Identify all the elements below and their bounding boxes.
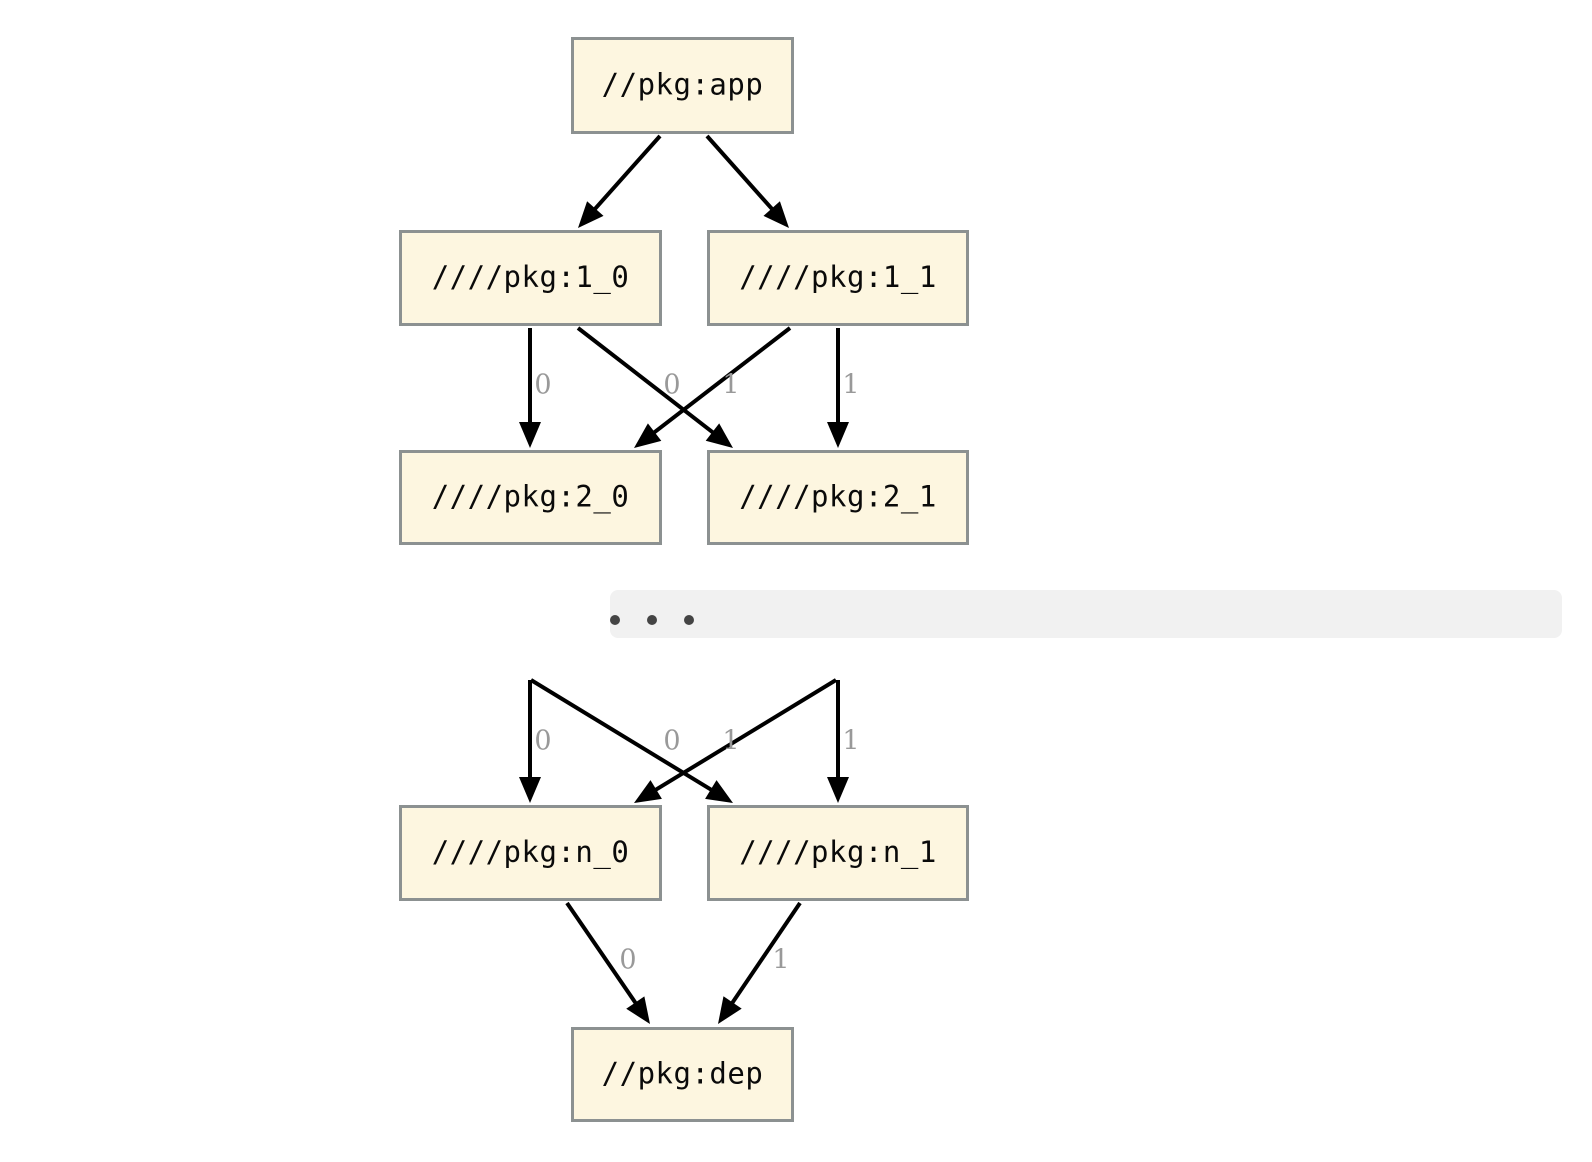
edge-label: 0 bbox=[534, 370, 551, 401]
graph-edge-app-to-1_1 bbox=[705, 134, 789, 228]
edge-label: 0 bbox=[534, 726, 551, 757]
graph-edge-1_1-to-2_0: 1 bbox=[634, 326, 792, 448]
graph-node-l2_0[interactable]: ////pkg:2_0 bbox=[399, 450, 662, 545]
edge-label: 1 bbox=[722, 370, 739, 401]
edge-arrowhead bbox=[578, 201, 604, 228]
edge-line bbox=[576, 326, 717, 437]
graph-node-n_1[interactable]: ////pkg:n_1 bbox=[707, 805, 969, 901]
ellipsis-dot-1 bbox=[610, 615, 620, 625]
ellipsis-dot-2 bbox=[647, 615, 657, 625]
node-label: ////pkg:1_0 bbox=[432, 260, 630, 295]
node-box[interactable] bbox=[707, 805, 969, 901]
node-label: //pkg:app bbox=[602, 68, 764, 102]
node-label: //pkg:dep bbox=[602, 1057, 764, 1091]
graph-edge-n-1-to-n_1: 0 bbox=[529, 678, 733, 803]
edge-line bbox=[651, 678, 838, 794]
node-box[interactable] bbox=[707, 450, 969, 545]
edge-arrowhead bbox=[519, 422, 541, 448]
node-box[interactable] bbox=[571, 1027, 794, 1122]
node-box[interactable] bbox=[399, 230, 662, 326]
edge-label: 0 bbox=[663, 726, 680, 757]
edge-arrowhead bbox=[827, 777, 849, 803]
graph-node-l1_1[interactable]: ////pkg:1_1 bbox=[707, 230, 969, 326]
ellipsis-dot-3 bbox=[684, 615, 694, 625]
edge-line bbox=[705, 134, 776, 213]
ellipsis-band bbox=[610, 590, 1562, 638]
edge-line bbox=[565, 901, 640, 1007]
graph-edge-n-1-to-n_0: 0 bbox=[519, 680, 552, 803]
edge-arrowhead bbox=[705, 780, 733, 803]
edge-arrowhead bbox=[763, 201, 789, 228]
graph-edge-app-to-1_0 bbox=[578, 134, 662, 228]
nodes-layer: //pkg:app ////pkg:1_0 ////pkg:1_1 ////pkg:2… bbox=[399, 37, 969, 1122]
edge-arrowhead bbox=[718, 996, 742, 1024]
graph-edge-n-2-to-n_0: 1 bbox=[634, 678, 838, 803]
edge-label: 1 bbox=[842, 726, 859, 757]
graph-edge-1_0-to-2_0: 0 bbox=[519, 328, 552, 448]
graph-node-n_0[interactable]: ////pkg:n_0 bbox=[399, 805, 662, 901]
edge-arrowhead bbox=[705, 423, 733, 448]
node-label: ////pkg:n_1 bbox=[739, 835, 937, 870]
edge-label: 1 bbox=[842, 370, 859, 401]
graph-edge-1_1-to-2_1: 1 bbox=[827, 328, 860, 448]
node-box[interactable] bbox=[707, 230, 969, 326]
edge-label: 0 bbox=[619, 945, 636, 976]
graph-node-app[interactable]: //pkg:app bbox=[571, 37, 794, 134]
edge-label: 1 bbox=[772, 945, 789, 976]
graph-edge-n-2-to-n_1: 1 bbox=[827, 680, 860, 803]
edges-layer: 0 0 1 1 0 0 1 1 0 1 bbox=[519, 134, 860, 1024]
graph-edge-1_0-to-2_1: 0 bbox=[576, 326, 733, 448]
edge-arrowhead bbox=[519, 777, 541, 803]
edge-line bbox=[529, 678, 716, 794]
graph-edge-n_0-to-dep: 0 bbox=[565, 901, 650, 1024]
node-label: ////pkg:2_0 bbox=[432, 480, 630, 515]
edge-arrowhead bbox=[626, 996, 650, 1024]
edge-arrowhead bbox=[634, 780, 662, 803]
edge-arrowhead bbox=[634, 423, 662, 448]
graph-edge-n_1-to-dep: 1 bbox=[718, 901, 802, 1024]
graph-node-l2_1[interactable]: ////pkg:2_1 bbox=[707, 450, 969, 545]
node-box[interactable] bbox=[399, 450, 662, 545]
node-label: ////pkg:n_0 bbox=[432, 835, 630, 870]
node-box[interactable] bbox=[399, 805, 662, 901]
edge-line bbox=[650, 326, 792, 437]
graph-node-dep[interactable]: //pkg:dep bbox=[571, 1027, 794, 1122]
edge-label: 0 bbox=[663, 370, 680, 401]
node-label: ////pkg:1_1 bbox=[739, 260, 937, 295]
node-label: ////pkg:2_1 bbox=[739, 480, 937, 515]
edge-line bbox=[728, 901, 802, 1007]
ellipsis-band-background[interactable] bbox=[610, 590, 1562, 638]
edge-label: 1 bbox=[722, 726, 739, 757]
node-box[interactable] bbox=[571, 37, 794, 134]
graph-node-l1_0[interactable]: ////pkg:1_0 bbox=[399, 230, 662, 326]
edge-arrowhead bbox=[827, 422, 849, 448]
edge-line bbox=[591, 134, 662, 213]
